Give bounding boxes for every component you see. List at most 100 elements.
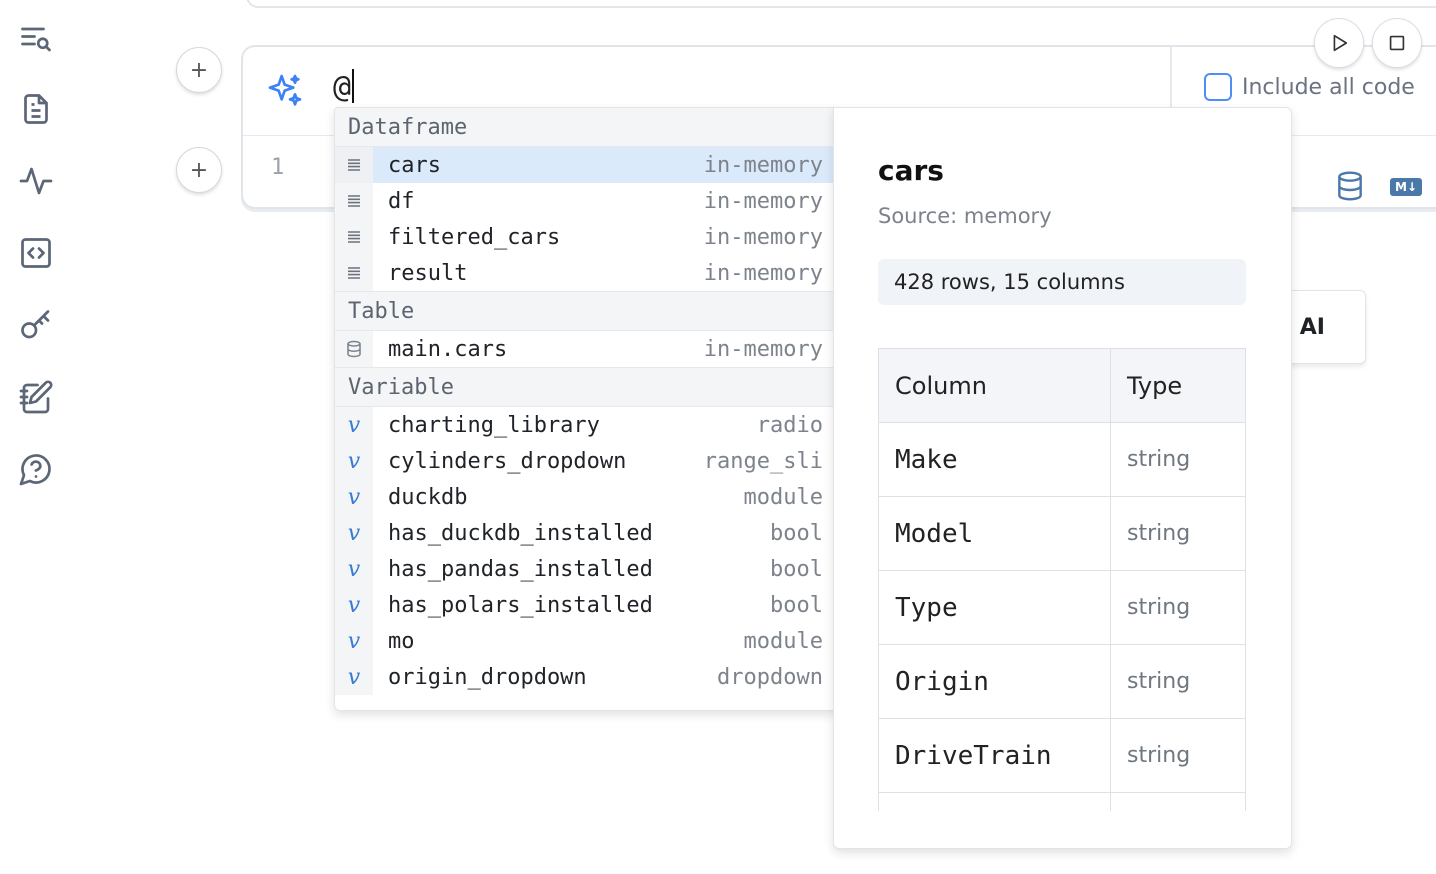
cell-actions xyxy=(1314,18,1422,68)
variable-icon: v xyxy=(335,479,373,515)
variable-icon: v xyxy=(335,551,373,587)
autocomplete-item-label: duckdb xyxy=(388,484,468,510)
column-header: Column xyxy=(878,348,1111,423)
column-type-cell xyxy=(1110,792,1246,811)
column-name-cell: Type xyxy=(878,570,1111,645)
column-type-cell: string xyxy=(1110,570,1246,645)
autocomplete-item[interactable]: v cylinders_dropdown range_sli xyxy=(335,443,835,479)
ai-prompt-text: @ xyxy=(333,70,352,105)
autocomplete-item[interactable]: v has_pandas_installed bool xyxy=(335,551,835,587)
autocomplete-item-type: in-memory xyxy=(703,260,823,286)
column-type-cell: string xyxy=(1110,422,1246,497)
autocomplete-item-type: dropdown xyxy=(717,664,823,690)
variable-icon: v xyxy=(335,443,373,479)
column-type-cell: string xyxy=(1110,718,1246,793)
variable-icon: v xyxy=(335,659,373,695)
autocomplete-item[interactable]: main.cars in-memory xyxy=(335,331,835,367)
include-all-code-toggle[interactable]: Include all code xyxy=(1204,73,1415,101)
sparkles-icon xyxy=(265,71,305,111)
stats-text: 428 rows, 15 columns xyxy=(894,270,1125,294)
autocomplete-item[interactable]: v origin_dropdown dropdown xyxy=(335,659,835,695)
dataframe-name: cars xyxy=(878,154,944,187)
plus-icon: + xyxy=(189,57,209,83)
plus-icon: + xyxy=(189,157,209,183)
run-cell-button[interactable] xyxy=(1314,18,1364,68)
divider xyxy=(1170,47,1172,135)
table-header-row: Column Type xyxy=(878,348,1246,423)
column-type-cell: string xyxy=(1110,496,1246,571)
autocomplete-item-type: in-memory xyxy=(703,224,823,250)
column-name-cell: Origin xyxy=(878,644,1111,719)
column-name-cell: Make xyxy=(878,422,1111,497)
include-all-code-label: Include all code xyxy=(1242,74,1415,100)
activity-icon[interactable] xyxy=(14,159,58,203)
ai-prompt-input[interactable]: @ xyxy=(333,69,355,105)
autocomplete-item-type: in-memory xyxy=(703,336,823,362)
variable-icon: v xyxy=(335,515,373,551)
variable-icon: v xyxy=(335,587,373,623)
key-icon[interactable] xyxy=(14,303,58,347)
autocomplete-item-label: mo xyxy=(388,628,415,654)
table-row-partial xyxy=(878,792,1246,811)
autocomplete-section-header: Variable xyxy=(335,367,835,407)
autocomplete-item-label: origin_dropdown xyxy=(388,664,587,690)
variable-icon: v xyxy=(335,623,373,659)
stop-cell-button[interactable] xyxy=(1372,18,1422,68)
help-circle-icon[interactable] xyxy=(14,447,58,491)
markdown-icon[interactable]: M↓ xyxy=(1390,178,1422,196)
dataframe-info-panel: cars Source: memory 428 rows, 15 columns… xyxy=(833,107,1292,849)
code-square-icon[interactable] xyxy=(14,231,58,275)
include-all-code-checkbox[interactable] xyxy=(1204,73,1232,101)
variable-icon: v xyxy=(335,407,373,443)
autocomplete-item-type: range_sli xyxy=(703,448,823,474)
column-name-cell: DriveTrain xyxy=(878,718,1111,793)
autocomplete-item-label: result xyxy=(388,260,468,286)
autocomplete-item-label: has_pandas_installed xyxy=(388,556,653,582)
autocomplete-item-type: module xyxy=(743,628,823,654)
file-text-icon[interactable] xyxy=(14,87,58,131)
text-caret xyxy=(352,69,355,103)
previous-cell-edge xyxy=(246,0,1436,8)
dataframe-icon xyxy=(335,255,373,291)
column-name-cell: Model xyxy=(878,496,1111,571)
play-icon xyxy=(1333,34,1348,52)
autocomplete-item-type: bool xyxy=(770,556,823,582)
autocomplete-item-label: main.cars xyxy=(388,336,508,362)
column-type-cell: string xyxy=(1110,644,1246,719)
autocomplete-section-header: Dataframe xyxy=(335,108,835,147)
dataframe-icon xyxy=(335,219,373,255)
add-cell-above-button[interactable]: + xyxy=(176,47,222,93)
autocomplete-item-label: has_polars_installed xyxy=(388,592,653,618)
autocomplete-item[interactable]: result in-memory xyxy=(335,255,835,291)
database-icon[interactable] xyxy=(1334,170,1366,202)
autocomplete-section-header: Table xyxy=(335,291,835,331)
database-icon xyxy=(335,331,373,367)
left-sidebar xyxy=(0,0,72,874)
autocomplete-item-type: radio xyxy=(756,412,823,438)
autocomplete-item-type: bool xyxy=(770,592,823,618)
outline-search-icon[interactable] xyxy=(14,16,58,60)
autocomplete-item-label: filtered_cars xyxy=(388,224,561,250)
autocomplete-item-label: cylinders_dropdown xyxy=(388,448,627,474)
autocomplete-item-label: df xyxy=(388,188,415,214)
column-name-cell xyxy=(878,792,1111,811)
add-cell-below-button[interactable]: + xyxy=(176,147,222,193)
autocomplete-item[interactable]: filtered_cars in-memory xyxy=(335,219,835,255)
autocomplete-item-type: module xyxy=(743,484,823,510)
notebook-pen-icon[interactable] xyxy=(14,375,58,419)
autocomplete-item[interactable]: v has_polars_installed bool xyxy=(335,587,835,623)
autocomplete-item-label: cars xyxy=(388,152,441,178)
